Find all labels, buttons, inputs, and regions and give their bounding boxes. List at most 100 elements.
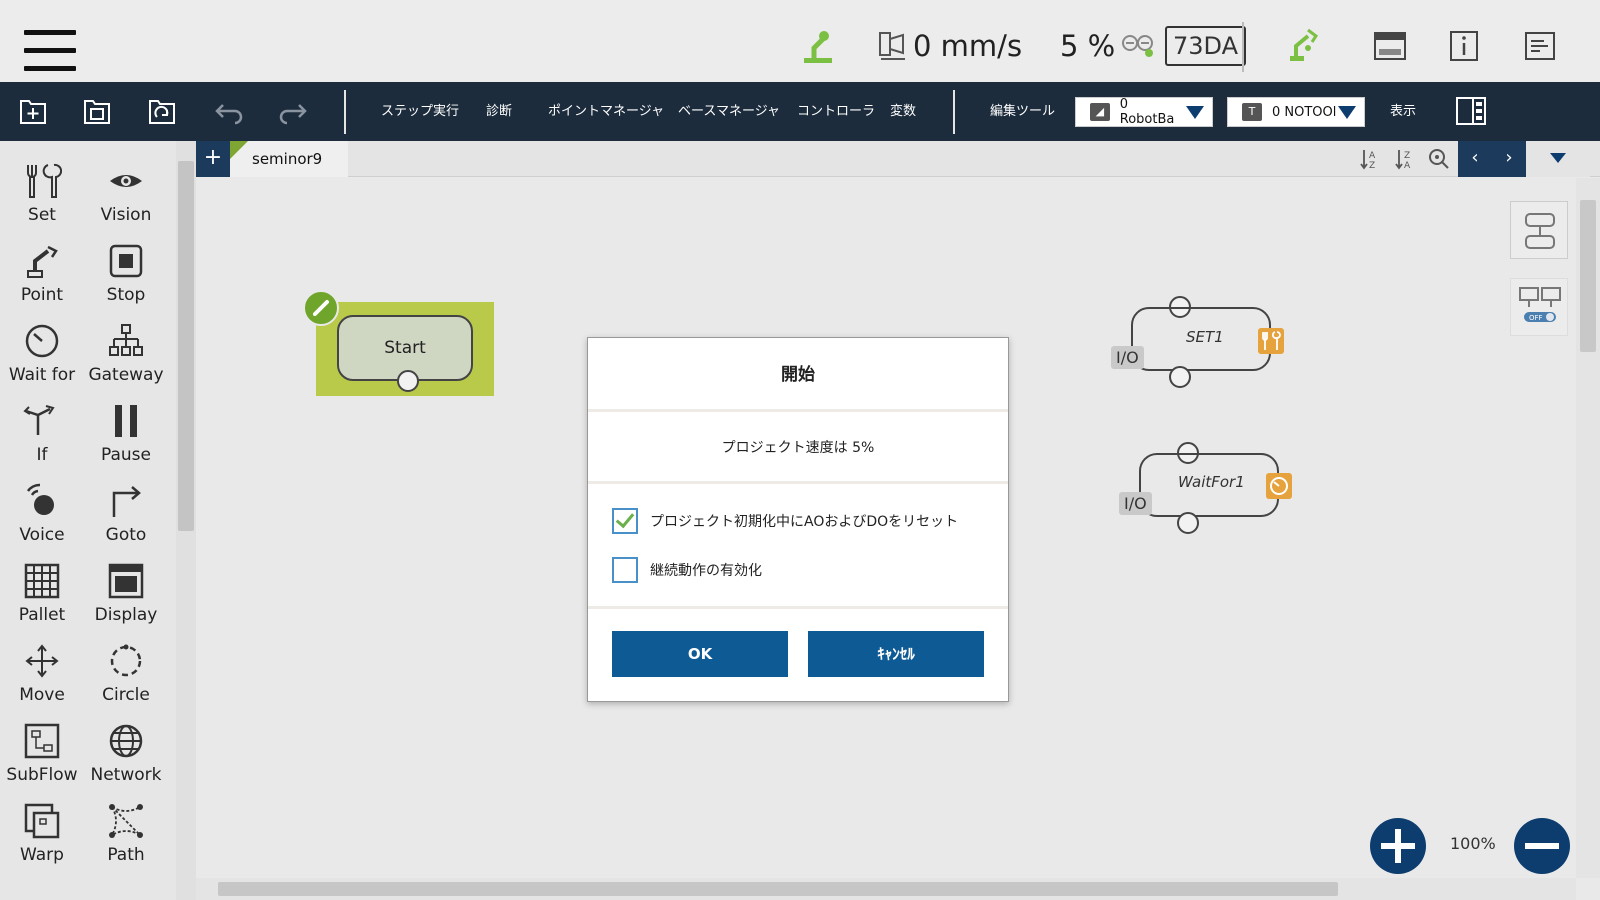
- menu-base-manager[interactable]: ベースマネージャ: [678, 104, 781, 119]
- tab-prev-button[interactable]: ‹: [1458, 141, 1492, 177]
- svg-text:Z: Z: [1404, 151, 1410, 161]
- palette-item-subflow[interactable]: SubFlow: [0, 711, 84, 789]
- speed-adjust-icon[interactable]: [1121, 26, 1155, 66]
- palette-item-point[interactable]: Point: [0, 231, 84, 309]
- menu-variables[interactable]: 変数: [890, 104, 917, 119]
- tools-icon: [27, 163, 62, 198]
- palette-scrollbar[interactable]: [176, 141, 196, 900]
- info-icon[interactable]: [1449, 26, 1479, 66]
- save-project-icon[interactable]: [81, 95, 113, 129]
- svg-text:OFF: OFF: [1529, 314, 1543, 322]
- svg-text:A: A: [1404, 161, 1411, 171]
- panel-layout-icon[interactable]: [1455, 95, 1487, 129]
- tab-seminor9[interactable]: seminor9: [230, 141, 348, 177]
- waitfor1-node-title: WaitFor1: [1178, 473, 1245, 491]
- palette-item-voice[interactable]: Voice: [0, 471, 84, 549]
- palette-item-if[interactable]: If: [0, 391, 84, 469]
- menu-step-run[interactable]: ステップ実行: [381, 104, 460, 119]
- tab-list-dropdown[interactable]: [1526, 141, 1590, 177]
- new-project-icon[interactable]: [17, 95, 49, 129]
- canvas-vertical-scrollbar[interactable]: [1576, 178, 1600, 878]
- zoom-out-button[interactable]: [1514, 818, 1570, 874]
- chevron-down-icon: [1186, 105, 1204, 119]
- undo-icon[interactable]: [213, 95, 245, 129]
- cancel-button[interactable]: ｷｬﾝｾﾙ: [808, 631, 984, 677]
- edit-pencil-icon[interactable]: [303, 290, 339, 326]
- start-node-output-port[interactable]: [397, 370, 419, 392]
- tab-next-button[interactable]: ›: [1492, 141, 1526, 177]
- hamburger-menu-icon[interactable]: [24, 30, 76, 72]
- continuous-motion-checkbox-row[interactable]: 継続動作の有効化: [612, 557, 762, 583]
- reset-ao-do-checkbox-row[interactable]: プロジェクト初期化中にAOおよびDOをリセット: [612, 508, 958, 534]
- start-dialog: 開始 プロジェクト速度は 5% プロジェクト初期化中にAOおよびDOをリセット …: [587, 337, 1009, 702]
- reset-ao-do-checkbox[interactable]: [612, 508, 638, 534]
- palette-item-goto[interactable]: Goto: [84, 471, 168, 549]
- palette-item-path[interactable]: Path: [84, 791, 168, 869]
- status-bar: 0 mm/s 5 % 73DA: [0, 0, 1600, 82]
- layout-nodes-icon[interactable]: [1510, 201, 1568, 259]
- speed-gauge-icon: [877, 26, 909, 66]
- tool-select-value: 0 NOTOOl: [1272, 104, 1337, 120]
- palette-item-vision[interactable]: Vision: [84, 151, 168, 229]
- continuous-motion-checkbox[interactable]: [612, 557, 638, 583]
- log-icon[interactable]: [1524, 26, 1556, 66]
- palette-item-pallet[interactable]: Pallet: [0, 551, 84, 629]
- palette-item-pause[interactable]: Pause: [84, 391, 168, 469]
- palette-scroll-thumb[interactable]: [178, 161, 194, 531]
- speed-readout: 0 mm/s: [913, 29, 1023, 63]
- redo-icon[interactable]: [277, 95, 309, 129]
- grid-icon: [24, 563, 60, 599]
- svg-text:Z: Z: [1369, 161, 1375, 171]
- base-select[interactable]: ◢ 0 RobotBa: [1075, 97, 1213, 127]
- toolbar-divider: [953, 90, 955, 134]
- palette-item-warp[interactable]: Warp: [0, 791, 84, 869]
- path-icon: [109, 804, 143, 838]
- start-node-label: Start: [384, 338, 426, 358]
- tab-active-marker: [230, 141, 248, 159]
- base-icon: ◢: [1090, 103, 1110, 121]
- tool-select[interactable]: T 0 NOTOOl: [1227, 97, 1365, 127]
- palette-item-gateway[interactable]: Gateway: [84, 311, 168, 389]
- globe-icon: [109, 724, 143, 758]
- set1-output-port[interactable]: [1169, 366, 1191, 388]
- ok-button[interactable]: OK: [612, 631, 788, 677]
- hand-guide-icon[interactable]: [1286, 26, 1322, 66]
- reset-ao-do-label: プロジェクト初期化中にAOおよびDOをリセット: [650, 514, 959, 530]
- tab-search-icon[interactable]: [1427, 147, 1451, 171]
- add-tab-button[interactable]: +: [196, 141, 230, 177]
- speed-percent[interactable]: 5 %: [1060, 29, 1116, 63]
- set1-io-tag: I/O: [1111, 346, 1144, 369]
- dialog-title: 開始: [588, 338, 1008, 412]
- palette-item-display[interactable]: Display: [84, 551, 168, 629]
- menu-controller[interactable]: コントローラ: [797, 104, 876, 119]
- canvas-vertical-scroll-thumb[interactable]: [1580, 200, 1596, 352]
- set1-node-title: SET1: [1186, 328, 1224, 346]
- menu-diagnostics[interactable]: 診断: [486, 104, 513, 119]
- main-toolbar: ステップ実行 診断 ポイントマネージャ ベースマネージャ コントローラ 変数 編…: [0, 82, 1600, 141]
- waitfor1-output-port[interactable]: [1177, 512, 1199, 534]
- palette-item-set[interactable]: Set: [0, 151, 84, 229]
- waitfor1-clock-icon: [1266, 473, 1292, 499]
- robot-arm-status-icon[interactable]: [800, 26, 836, 66]
- canvas-horizontal-scroll-thumb[interactable]: [218, 882, 1338, 896]
- menu-edit-tools[interactable]: 編集ツール: [990, 104, 1056, 119]
- io-monitor-toggle-icon[interactable]: OFF: [1510, 278, 1568, 336]
- continuous-motion-label: 継続動作の有効化: [650, 563, 762, 579]
- key-code-badge: 73DA: [1165, 26, 1247, 66]
- palette-item-stop[interactable]: Stop: [84, 231, 168, 309]
- zoom-in-button[interactable]: [1370, 818, 1426, 874]
- dialog-message: プロジェクト速度は 5%: [588, 412, 1008, 484]
- palette-item-wait-for[interactable]: Wait for: [0, 311, 84, 389]
- menu-point-manager[interactable]: ポイントマネージャ: [548, 104, 665, 119]
- palette-item-network[interactable]: Network: [84, 711, 168, 789]
- open-project-icon[interactable]: [146, 95, 178, 129]
- canvas-horizontal-scrollbar[interactable]: [196, 878, 1576, 900]
- palette-item-circle[interactable]: Circle: [84, 631, 168, 709]
- move-arrows-icon: [25, 644, 59, 678]
- menu-display[interactable]: 表示: [1390, 104, 1417, 119]
- circle-dotted-icon: [110, 644, 142, 677]
- display-panel-icon[interactable]: [1373, 26, 1407, 66]
- palette-item-move[interactable]: Move: [0, 631, 84, 709]
